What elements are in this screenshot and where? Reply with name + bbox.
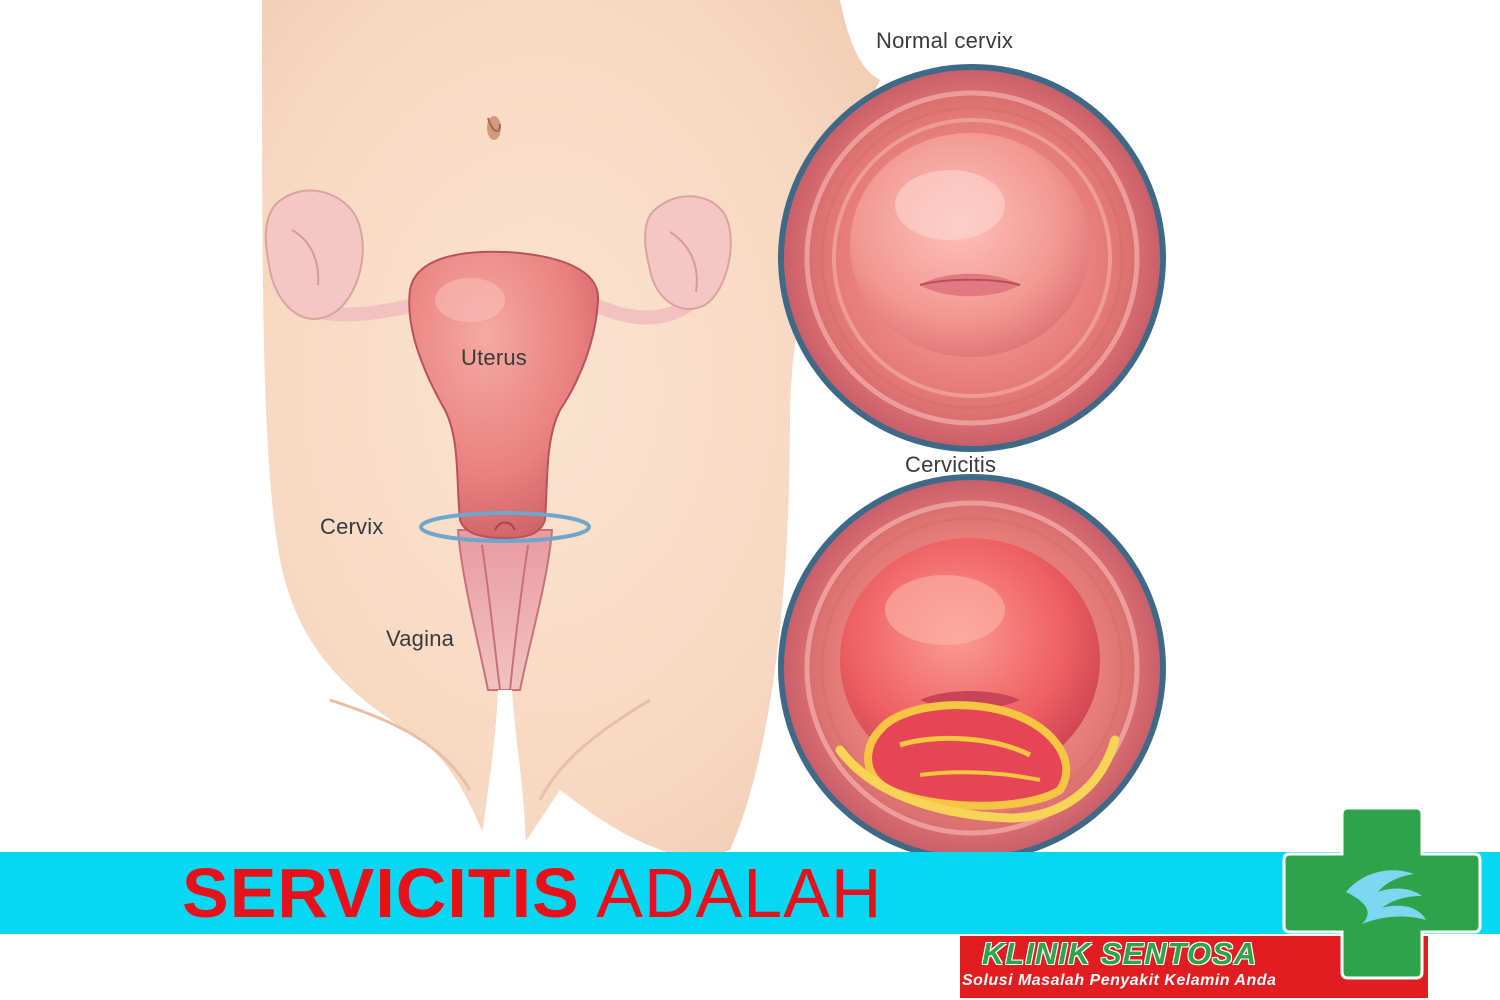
cervix-ring <box>419 511 591 543</box>
clinic-name: KLINIK SENTOSA <box>982 936 1258 971</box>
navel <box>487 116 501 140</box>
label-cervix: Cervix <box>320 514 384 539</box>
title-banner <box>0 852 1500 934</box>
discharge <box>480 690 526 850</box>
normal-cervix-view <box>778 64 1166 452</box>
label-cervicitis: Cervicitis <box>905 452 997 477</box>
label-normal-cervix: Normal cervix <box>876 28 1014 53</box>
body-silhouette <box>262 0 880 860</box>
uterus <box>408 250 600 540</box>
vagina <box>456 529 554 691</box>
green-cross-with-hands-icon <box>1282 806 1482 980</box>
ovary-right <box>644 195 732 311</box>
cervicitis-view <box>778 474 1166 862</box>
banner-title-rest: ADALAH <box>596 854 883 932</box>
label-uterus: Uterus <box>461 345 527 370</box>
label-vagina: Vagina <box>386 626 455 651</box>
banner-title: SERVICITIS ADALAH <box>182 850 882 936</box>
banner-title-bold: SERVICITIS <box>182 854 580 932</box>
clinic-tagline: Solusi Masalah Penyakit Kelamin Anda <box>962 972 1277 989</box>
